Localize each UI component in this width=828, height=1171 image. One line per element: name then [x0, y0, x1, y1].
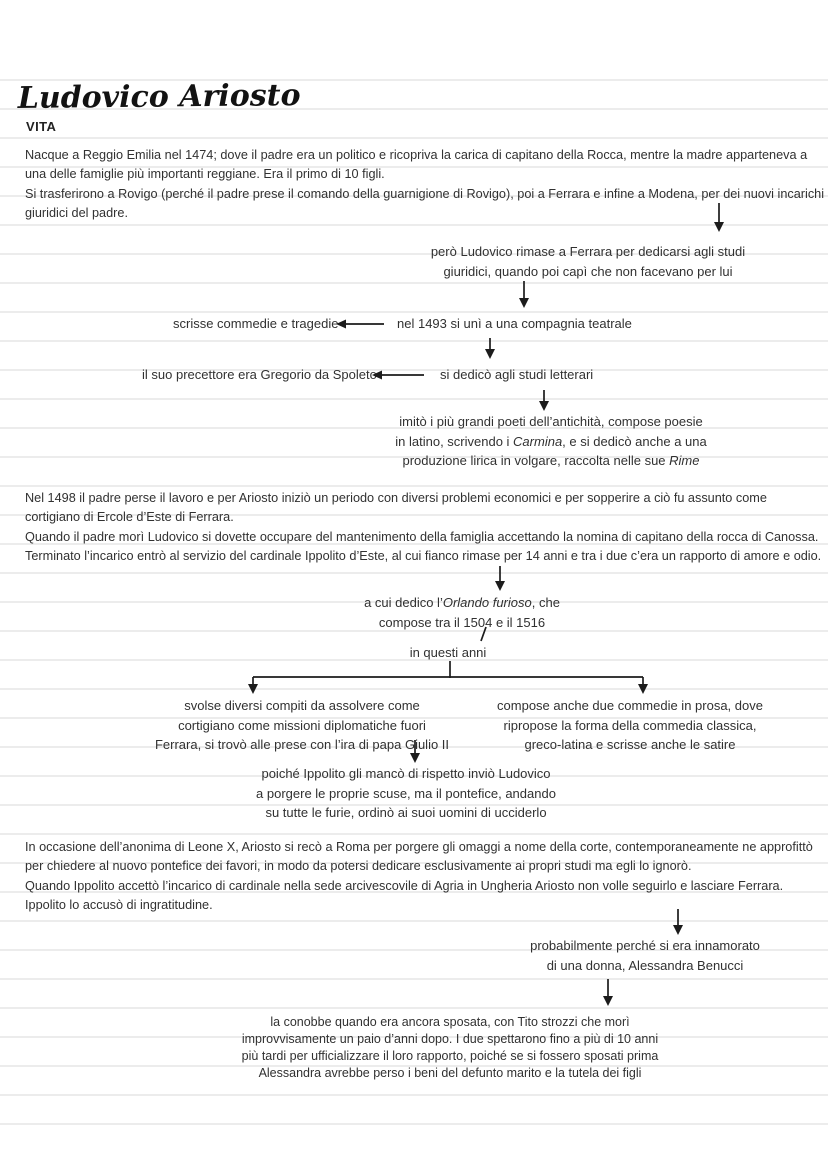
- flow-node-orlando-furioso: a cui dedico l’Orlando furioso, che comp…: [312, 593, 612, 632]
- arrow-down-icon: [485, 338, 495, 359]
- arrow-down-icon: [673, 909, 683, 935]
- flow-node-in-these-years: in questi anni: [409, 645, 487, 660]
- paragraph-birth: Nacque a Reggio Emilia nel 1474; dove il…: [25, 146, 825, 224]
- flow-node-line: a cui dedico l’Orlando furioso, che: [312, 593, 612, 613]
- flow-node-literary-studies: si dedicò agli studi letterari: [440, 367, 594, 382]
- flow-node-wrote-comedies: scrisse commedie e tragedie: [173, 316, 339, 331]
- branch-connector-icon: [248, 661, 648, 694]
- paragraph-rome-part1: In occasione dell’anonima di Leone X, Ar…: [25, 840, 813, 874]
- flow-node-apology: poiché Ippolito gli mancò di rispetto in…: [231, 764, 581, 823]
- arrow-left-icon: [372, 370, 424, 380]
- arrow-down-icon: [519, 281, 529, 308]
- flow-node-line: compose tra il 1504 e il 1516: [378, 614, 546, 630]
- flow-node-stayed-ferrara: però Ludovico rimase a Ferrara per dedic…: [378, 242, 798, 281]
- flow-node-line: di una donna, Alessandra Benucci: [546, 957, 744, 973]
- paragraph-rome-part2: Quando Ippolito accettò l’incarico di ca…: [25, 878, 784, 913]
- flow-node-line: più tardi per ufficializzare il loro rap…: [241, 1049, 659, 1063]
- slash-connector-icon: [480, 626, 487, 642]
- flow-node-alessandra: la conobbe quando era ancora sposata, co…: [190, 1014, 710, 1082]
- flow-node-line: Ferrara, si trovò alle prese con l’ira d…: [154, 737, 450, 752]
- text-segment: produzione lirica in volgare, raccolta n…: [402, 453, 670, 468]
- flow-node-line: compose anche due commedie in prosa, dov…: [497, 698, 763, 713]
- flow-node-line: greco-latina e scrisse anche le satire: [524, 737, 736, 752]
- ruled-paper-background: [0, 79, 828, 1126]
- flow-node-line: Alessandra avrebbe perso i beni del defu…: [258, 1066, 642, 1080]
- paragraph-rome: In occasione dell’anonima di Leone X, Ar…: [25, 838, 825, 916]
- flow-node-line: produzione lirica in volgare, raccolta n…: [376, 451, 726, 471]
- flow-node-line: cortigiano come missioni diplomatiche fu…: [178, 717, 426, 733]
- paragraph-birth-part1: Nacque a Reggio Emilia nel 1474; dove il…: [25, 148, 808, 182]
- flow-node-line: giuridici, quando poi capì che non facev…: [443, 263, 733, 279]
- flow-node-theatre-company: nel 1493 si unì a una compagnia teatrale: [397, 316, 632, 331]
- flow-node-courtier-tasks: svolse diversi compiti da assolvere come…: [127, 696, 477, 755]
- paragraph-father: Nel 1498 il padre perse il lavoro e per …: [25, 489, 825, 567]
- page-title: Ludovico Ariosto: [17, 78, 301, 116]
- paragraph-father-part2: Quando il padre morì Ludovico si dovette…: [25, 529, 822, 564]
- flow-node-line: su tutte le furie, ordinò ai suoi uomini…: [265, 805, 547, 820]
- arrow-down-icon: [714, 203, 724, 232]
- flow-node-prose-comedies: compose anche due commedie in prosa, dov…: [465, 696, 795, 755]
- work-title-orlando-furioso: Orlando furioso: [442, 595, 532, 610]
- work-title-carmina: Carmina: [513, 433, 563, 449]
- arrow-left-icon: [336, 319, 384, 329]
- flow-node-imitated-poets: imitò i più grandi poeti dell’antichità,…: [376, 412, 726, 471]
- arrow-down-icon: [539, 390, 549, 411]
- flow-node-line: imitò i più grandi poeti dell’antichità,…: [399, 414, 703, 429]
- flow-node-line: però Ludovico rimase a Ferrara per dedic…: [430, 244, 746, 259]
- work-title-rime: Rime: [669, 453, 700, 468]
- flow-node-line: la conobbe quando era ancora sposata, co…: [270, 1015, 630, 1029]
- arrow-down-icon: [495, 566, 505, 591]
- paragraph-father-part1: Nel 1498 il padre perse il lavoro e per …: [25, 491, 767, 525]
- flow-node-in-love: probabilmente perché si era innamorato d…: [495, 936, 795, 975]
- flow-node-line: probabilmente perché si era innamorato: [530, 938, 760, 953]
- flow-node-line: in latino, scrivendo i Carmina, e si ded…: [376, 432, 726, 452]
- flow-node-line: ripropose la forma della commedia classi…: [503, 717, 757, 733]
- text-segment: in latino, scrivendo i: [395, 433, 514, 449]
- text-segment: , e si dedicò anche a una: [562, 433, 707, 449]
- section-heading-vita: VITA: [26, 119, 57, 134]
- text-segment: , che: [531, 595, 560, 610]
- flow-node-line: svolse diversi compiti da assolvere come: [184, 698, 420, 713]
- flow-node-line: a porgere le proprie scuse, ma il pontef…: [256, 785, 556, 801]
- flow-node-line: poiché Ippolito gli mancò di rispetto in…: [261, 766, 551, 781]
- flow-node-preceptor: il suo precettore era Gregorio da Spolet…: [142, 367, 377, 382]
- arrow-down-icon: [603, 979, 613, 1006]
- text-segment: a cui dedico l’: [364, 595, 443, 610]
- paragraph-birth-part2: Si trasferirono a Rovigo (perché il padr…: [25, 186, 825, 221]
- flow-node-line: improvvisamente un paio d’anni dopo. I d…: [241, 1032, 659, 1046]
- arrow-down-icon: [410, 740, 420, 763]
